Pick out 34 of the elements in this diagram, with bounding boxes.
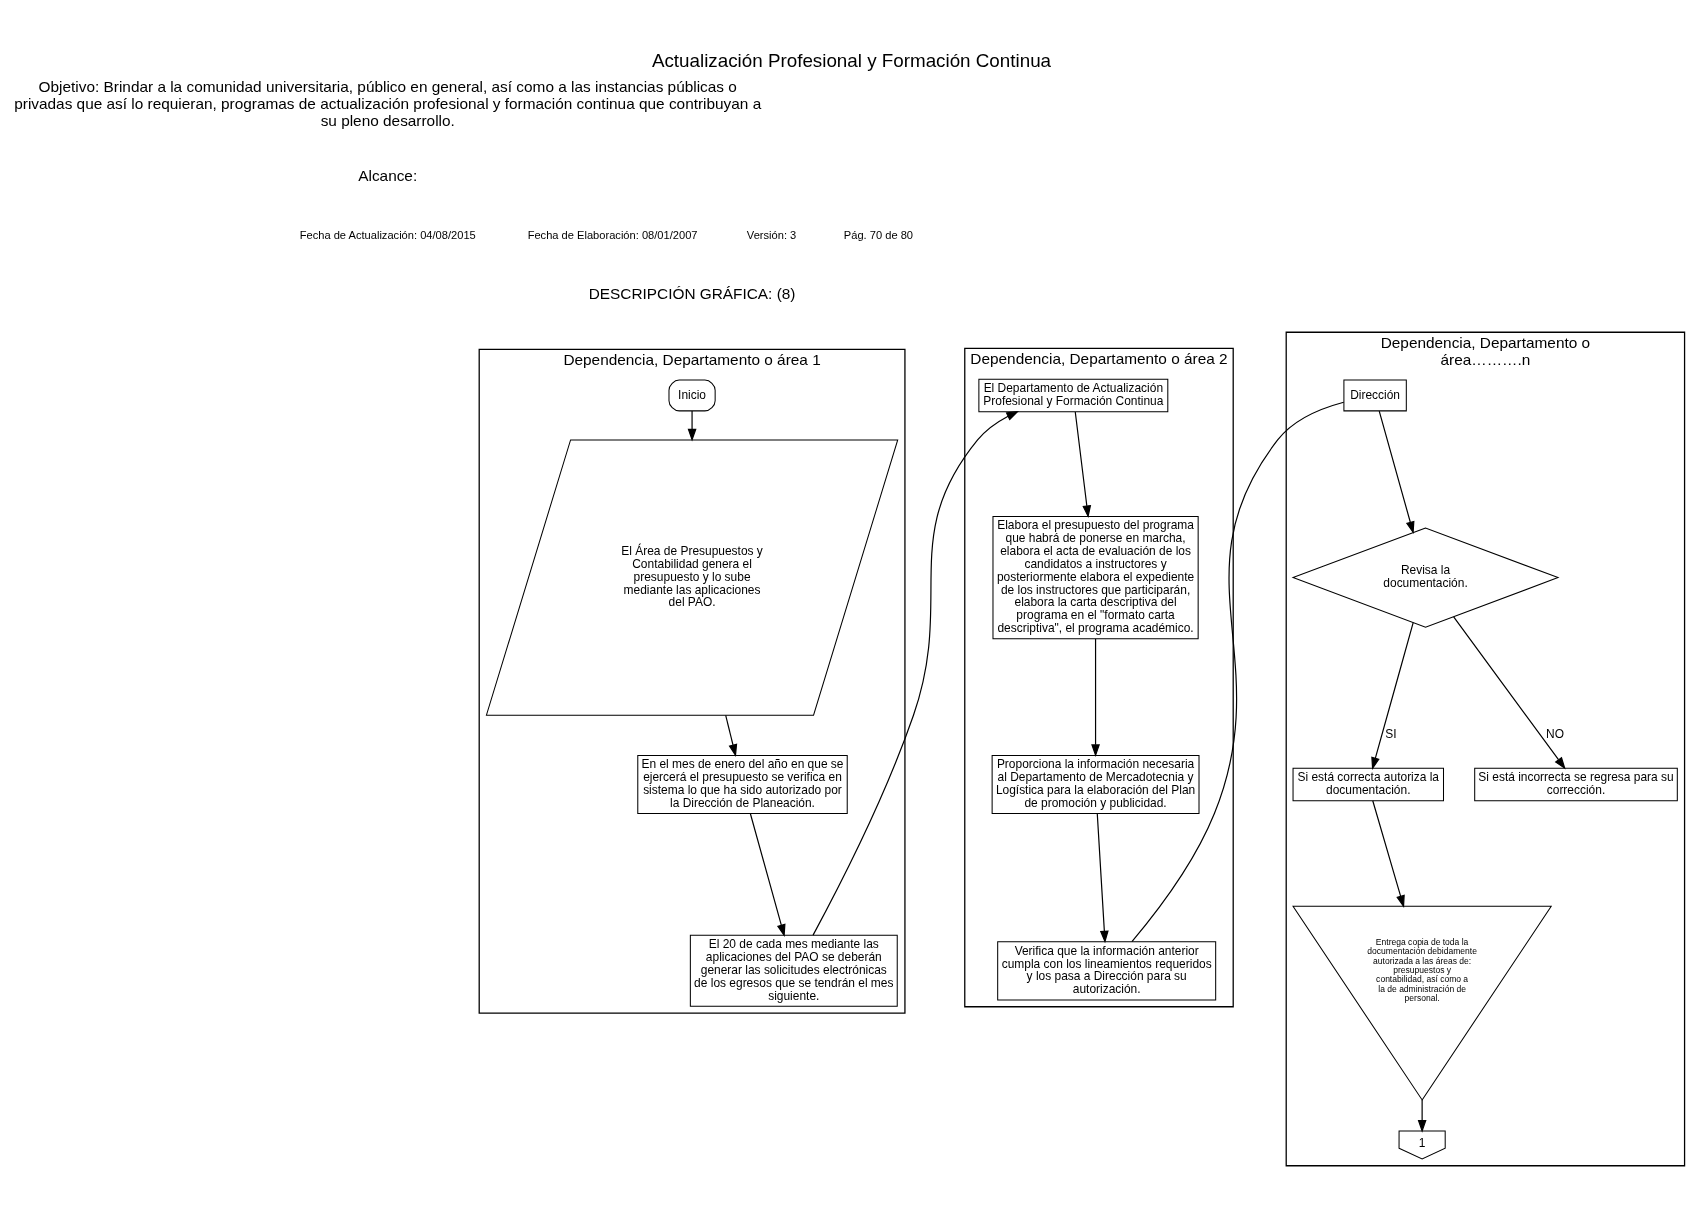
arrow — [1417, 1099, 1427, 1133]
node-diamond: Revisa la documentación. — [1291, 527, 1560, 628]
arrow — [1091, 638, 1100, 757]
node-box: Si está incorrecta se regresa para su corrección. — [1474, 767, 1678, 802]
node-box: Si está correcta autoriza la documentación. — [1292, 767, 1444, 802]
connector — [1131, 401, 1345, 943]
label: Pág. 70 de 80 — [843, 229, 914, 242]
node-box: El 20 de cada mes mediante las aplicaciones del PAO se deberán generar las solicitudes electrónicas de los egresos que se tendrán el mes siguiente. — [689, 934, 898, 1007]
arrow — [1378, 410, 1415, 535]
arrow — [1074, 411, 1092, 519]
arrow — [1096, 813, 1109, 944]
node-box: Verifica que la información anterior cumpla con los lineamientos requeridos y los pasa a Dirección para su autorización. — [997, 941, 1217, 1001]
node-box: Inicio — [668, 379, 716, 412]
node-box: El Departamento de Actualización Profesional y Formación Continua — [978, 378, 1169, 413]
label: Objetivo: Brindar a la comunidad universitaria, público en general, así como a las instancias públicas o privadas que así lo requieran, programas de actualización profesional y formación continua que contribuyan a su pleno desarrollo. — [14, 77, 762, 129]
node-box: En el mes de enero del año en que se ejercerá el presupuesto se verifica en sistema lo que ha sido autorizado por la Dirección de Planeación. — [637, 754, 848, 815]
label: DESCRIPCIÓN GRÁFICA: (8) — [588, 285, 796, 303]
arrow — [725, 714, 738, 757]
arrow — [1371, 622, 1414, 770]
arrow — [749, 813, 786, 937]
label: Fecha de Actualización: 04/08/2015 — [299, 229, 476, 242]
label: Versión: 3 — [746, 229, 797, 242]
label: Fecha de Elaboración: 08/01/2007 — [527, 229, 698, 242]
arrow — [687, 410, 697, 442]
diagram-title: Actualización Profesional y Formación Continua — [651, 49, 1052, 71]
edge-label: NO — [1546, 727, 1565, 742]
label: Alcance: — [358, 167, 418, 185]
node-box: Proporciona la información necesaria al Departamento de Mercadotecnia y Logística para la elaboración del Plan de promoción y publicidad. — [991, 754, 1200, 815]
arrow — [1372, 800, 1405, 909]
edge-label: SI — [1385, 727, 1397, 742]
arrow — [812, 410, 1020, 936]
arrow — [1453, 616, 1566, 770]
node-box: Dirección — [1343, 379, 1407, 412]
node-box: Elabora el presupuesto del programa que habrá de ponerse en marcha, elabora el acta de evaluación de los candidatos a instructores y posteriormente elabora el expediente de los instructores que participarán, elabora la carta descriptiva del programa en el "formato carta descriptiva", el programa académico. — [992, 515, 1199, 640]
